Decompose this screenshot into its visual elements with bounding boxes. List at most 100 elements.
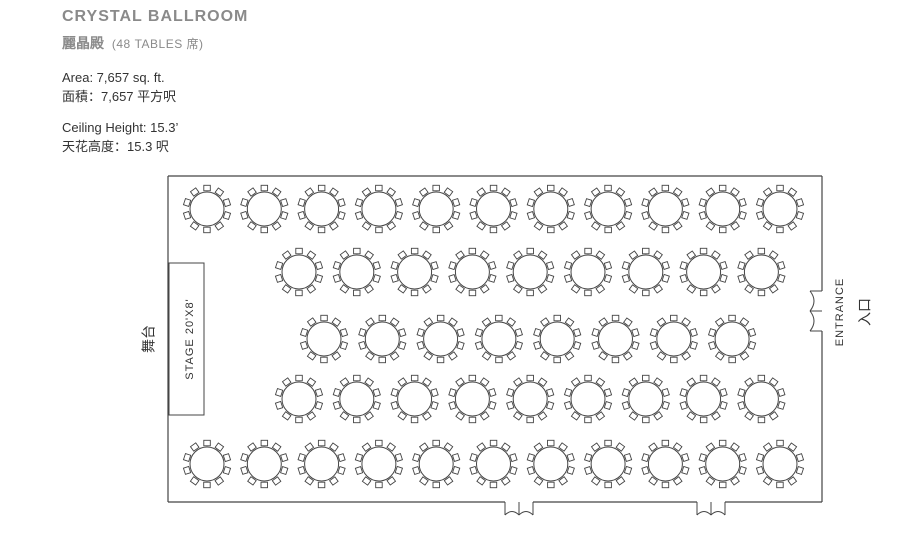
chair [489, 226, 498, 234]
chair [398, 341, 407, 351]
chair [649, 328, 659, 338]
chair [661, 400, 670, 410]
chair [203, 481, 211, 489]
chair [297, 197, 306, 207]
chair [386, 476, 397, 486]
chair [430, 274, 439, 284]
chair [448, 261, 457, 271]
chair [222, 466, 232, 476]
chair [306, 351, 317, 361]
chair [432, 439, 440, 447]
chair [648, 476, 659, 486]
chair [679, 261, 688, 271]
chair [314, 388, 324, 398]
chair [547, 439, 555, 447]
chair [488, 387, 497, 397]
chair [566, 197, 575, 207]
chair [364, 411, 374, 421]
chair [705, 442, 716, 452]
chair [451, 210, 461, 220]
chair [730, 221, 740, 231]
chair [495, 356, 503, 364]
chair [448, 401, 457, 411]
chair [332, 260, 342, 270]
chair [189, 221, 200, 231]
chair [718, 439, 727, 447]
chair [432, 226, 440, 234]
chair [762, 476, 773, 486]
chair [705, 187, 716, 197]
chair [777, 400, 786, 410]
chair [361, 476, 372, 486]
chair [738, 465, 747, 475]
chair [337, 453, 346, 463]
banquet-table [297, 439, 346, 489]
banquet-table [679, 374, 728, 424]
chair [317, 439, 326, 447]
table-top [628, 381, 664, 417]
chair [641, 198, 650, 208]
chair [488, 273, 497, 283]
ceiling-info: Ceiling Height: 15.3’ 天花高度：15.3 呎 [62, 118, 178, 156]
chair [537, 377, 548, 387]
chair [795, 211, 805, 221]
chair [558, 221, 569, 231]
chair [755, 210, 765, 220]
chair [304, 442, 315, 452]
chair [768, 377, 779, 387]
chair [595, 411, 606, 421]
chair [719, 226, 727, 234]
chair [394, 197, 403, 207]
table-top [714, 321, 750, 357]
chair [621, 274, 631, 284]
chair [711, 411, 721, 421]
table-top [647, 446, 683, 482]
chair [795, 198, 805, 208]
chair [354, 211, 364, 221]
chair [558, 187, 568, 197]
chair [642, 374, 650, 382]
tables-layer [182, 184, 805, 489]
chair [389, 317, 400, 327]
table-top [590, 446, 626, 482]
chair [631, 341, 640, 351]
chair [661, 226, 670, 234]
chair [247, 221, 257, 231]
chair [672, 221, 683, 231]
table-top [512, 381, 548, 417]
chair [447, 351, 458, 361]
chair [512, 411, 523, 421]
chair [432, 481, 440, 489]
table-top [743, 254, 779, 290]
banquet-table [621, 247, 670, 297]
chair [222, 453, 232, 463]
chair [372, 388, 381, 398]
room-walls [167, 175, 823, 503]
chair [590, 476, 601, 486]
chair [623, 465, 633, 475]
chair [681, 317, 691, 327]
chair [421, 284, 432, 294]
chair [240, 465, 249, 475]
chair [451, 197, 461, 207]
chair [705, 476, 716, 486]
table-top [705, 191, 741, 227]
chair [642, 416, 650, 424]
chair [222, 211, 232, 221]
chair [240, 452, 249, 462]
chair [314, 274, 324, 284]
chair [386, 187, 397, 197]
chair [572, 328, 582, 338]
table-top [189, 191, 225, 227]
chair [386, 221, 397, 231]
chair [653, 377, 663, 387]
banquet-table [240, 184, 289, 234]
banquet-table [474, 314, 524, 364]
chair [214, 476, 225, 486]
banquet-table [755, 439, 805, 489]
banquet-table [332, 374, 381, 424]
chair [364, 250, 375, 260]
chair [299, 340, 309, 350]
chair [533, 442, 544, 452]
chair [509, 466, 518, 476]
